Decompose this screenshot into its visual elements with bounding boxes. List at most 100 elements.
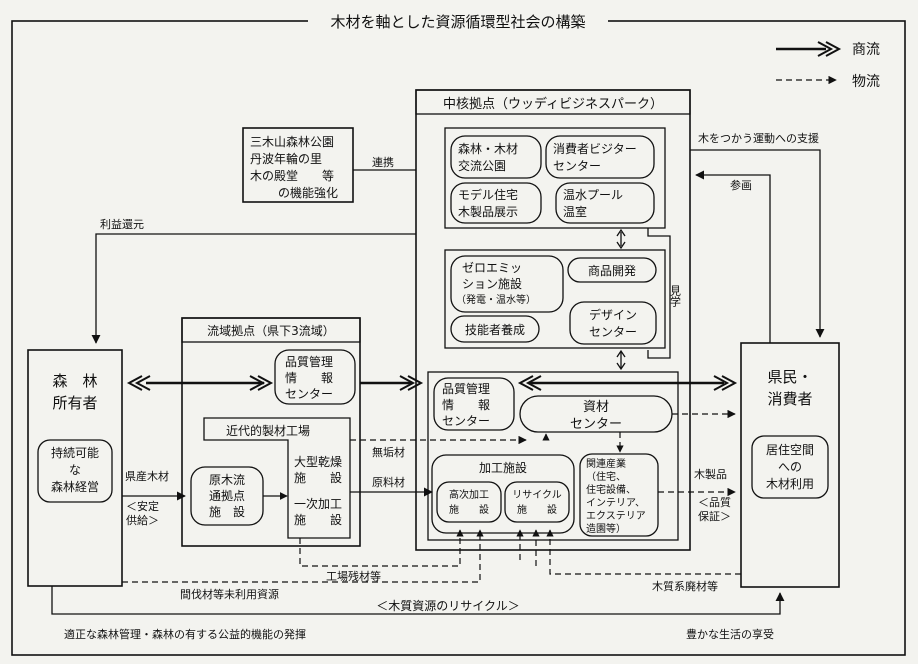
tekisei-label: 適正な森林管理・森林の有する公益的機能の発揮 <box>64 627 306 641</box>
support-label: 木をつかう運動への支援 <box>698 131 819 145</box>
materials-center-l2: センター <box>570 417 622 432</box>
owner-title-l1: 森 林 <box>52 372 97 390</box>
genryou-label: 原料材 <box>372 475 405 489</box>
recycle-caption: ＜木質資源のリサイクル＞ <box>376 598 519 613</box>
hub-top-item-1 <box>450 135 542 179</box>
related-industries <box>579 453 659 537</box>
tekisei-arrow <box>51 586 785 615</box>
hub-mid-item-2-label: 商品開発 <box>588 263 636 278</box>
advanced-processing-l2: 施 設 <box>449 503 489 516</box>
support-arrow <box>690 149 825 338</box>
sankaku-label: 参画 <box>730 178 752 192</box>
partner-l2: 丹波年輪の里 <box>250 151 322 166</box>
renkei-label: 連携 <box>372 155 394 169</box>
dryer-l2: 施 設 <box>294 470 342 485</box>
hub-mid-item-3 <box>450 315 540 343</box>
koujou-arrow <box>299 529 464 567</box>
related-l3: 住宅設備、 <box>586 483 636 496</box>
partner-l4: の機能強化 <box>278 185 338 200</box>
hub-updown-arrow-1 <box>616 228 626 250</box>
main-title: 木材を軸とした資源循環型社会の構築 <box>330 13 585 31</box>
materials-center-l1: 資材 <box>583 400 609 415</box>
related-l5: エクステリア <box>586 510 646 522</box>
kengaku-label: 見学 <box>669 285 682 307</box>
hub-mid-item-4-l2: センター <box>589 325 637 339</box>
regional-qc-l1: 品質管理 <box>285 354 333 369</box>
log-depot-l2: 通拠点 <box>209 489 245 503</box>
hub-mid-item-4-l1: デザイン <box>589 307 637 322</box>
recycle-facility <box>504 481 570 523</box>
log-depot-l3: 施 設 <box>209 504 245 519</box>
hub-group: 中核拠点（ウッディビジネスパーク） 森林・木材 交流公園 消費者ビジター センタ… <box>415 89 691 551</box>
related-l2: （住宅、 <box>586 470 626 483</box>
partner-l1: 三木山森林公園 <box>250 134 334 149</box>
hub-top-item-3-l2: 木製品展示 <box>458 205 518 219</box>
hub-mid-item-1-l3: （発電・温水等） <box>456 293 536 306</box>
owner-inner-l2: な <box>69 463 81 477</box>
hub-mid-item-1-l2: ション施設 <box>462 276 522 291</box>
sawmill-label: 近代的製材工場 <box>226 423 310 438</box>
commerce-flow-line <box>126 375 738 391</box>
hub-qc-center <box>433 377 515 431</box>
kanbatsu-arrow <box>122 529 484 583</box>
sawmill-box <box>203 417 351 539</box>
advanced-processing <box>436 481 502 523</box>
outer-frame <box>11 20 906 656</box>
kengaku-connector <box>647 228 671 359</box>
primary-l2: 施 設 <box>294 512 342 527</box>
hub-top-item-1-l1: 森林・木材 <box>458 141 518 156</box>
hinshitsu-l1: ＜品質 <box>698 495 731 509</box>
mokushitsu-arrow <box>546 529 741 575</box>
owner-title-l2: 所有者 <box>52 394 97 412</box>
hub-mid-item-3-label: 技能者養成 <box>465 322 525 337</box>
citizen-inner-box <box>751 435 829 499</box>
forest-owner-box <box>27 349 123 587</box>
citizen-inner-l2: への <box>778 460 802 474</box>
partner-l3: 木の殿堂 等 <box>250 169 334 183</box>
kanbatsu-label: 間伐材等未利用資源 <box>180 587 279 601</box>
related-l4: インテリア、 <box>586 498 645 509</box>
regional-group: 流域拠点（県下3流域） 品質管理 情 報 センター 近代的製材工場 原木流 通拠… <box>181 317 361 547</box>
mukuzai-label: 無垢材 <box>372 445 405 459</box>
mokuseihin-label: 木製品 <box>694 467 727 481</box>
related-l6: 造園等） <box>586 522 626 535</box>
mokushitsu-label: 木質系廃材等 <box>652 579 718 593</box>
hub-top-item-3 <box>450 182 542 224</box>
hub-mid-item-2 <box>567 257 657 283</box>
owner-inner-box <box>37 439 113 503</box>
hub-qc-l3: センター <box>442 414 490 428</box>
legend-logistics-label: 物流 <box>852 74 880 90</box>
rieki-arrow <box>91 233 416 344</box>
log-depot-l1: 原木流 <box>209 473 245 487</box>
citizen-inner-l1: 居住空間 <box>766 443 814 457</box>
partner-box <box>242 127 354 203</box>
citizen-title-l1: 県民・ <box>767 368 812 386</box>
hub-mid-item-4 <box>569 301 657 345</box>
hub-mid-item-1-l1: ゼロエミッ <box>462 261 522 275</box>
citizen-title-l2: 消費者 <box>767 390 812 408</box>
hub-top-item-1-l2: 交流公園 <box>458 158 506 173</box>
hub-mid-item-1 <box>450 255 564 313</box>
hub-title: 中核拠点（ウッディビジネスパーク） <box>443 96 663 112</box>
hub-qc-l1: 品質管理 <box>442 381 490 396</box>
hub-top-item-4 <box>555 182 655 224</box>
hub-top-item-2 <box>545 135 655 179</box>
rieki-label: 利益還元 <box>100 217 144 231</box>
hub-top-item-4-l1: 温水プール <box>563 188 623 202</box>
related-l1: 関連産業 <box>586 457 626 470</box>
hub-bottom-box <box>427 371 679 541</box>
owner-inner-l3: 森林経営 <box>51 479 99 494</box>
citizen-inner-l3: 木材利用 <box>766 477 814 491</box>
advanced-processing-l1: 高次加工 <box>449 488 489 501</box>
citizen-box <box>740 342 840 588</box>
regional-title: 流域拠点（県下3流域） <box>207 324 335 338</box>
hub-updown-arrow-2 <box>616 349 626 371</box>
hub-top-box <box>444 127 666 229</box>
hub-top-item-4-l2: 温室 <box>563 204 587 219</box>
regional-qc-l3: センター <box>285 387 333 401</box>
hinshitsu-l2: 保証＞ <box>698 509 731 523</box>
owner-inner-l1: 持続可能 <box>51 445 99 460</box>
sankaku-arrow <box>695 170 771 343</box>
processing-facility-label: 加工施設 <box>479 460 527 475</box>
